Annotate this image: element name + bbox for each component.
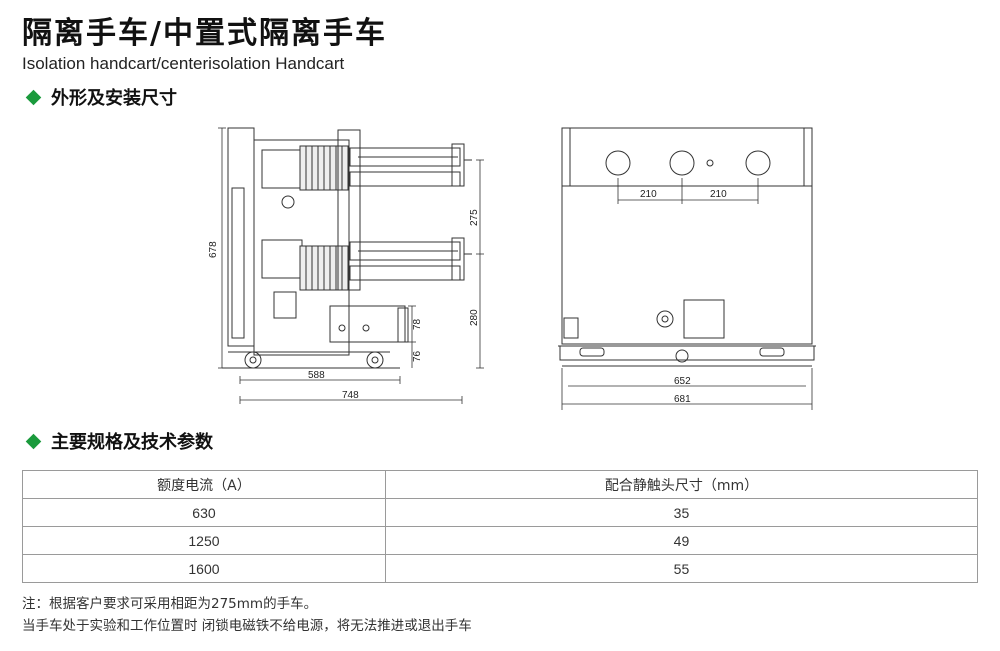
side-view-dimensions (218, 127, 484, 404)
page-subtitle-english: Isolation handcart/centerisolation Handc… (22, 54, 345, 73)
table-header-contact-size: 配合静触头尺寸（mm） (384, 470, 979, 499)
dim-label-76: 76 (412, 350, 423, 362)
footnote-line-1: 注：根据客户要求可采用相距为275mm的手车。 (22, 596, 318, 612)
footnote-line-2: 当手车处于实验和工作位置时 闭锁电磁铁不给电源，将无法推进或退出手车 (22, 618, 472, 634)
dim-label-275: 275 (469, 209, 480, 226)
dim-label-588: 588 (308, 370, 325, 381)
dim-label-210-left: 210 (640, 189, 657, 200)
table-cell-current: 1600 (22, 554, 386, 583)
lower-insulator (299, 245, 349, 291)
section-heading-dimensions-label: 外形及安装尺寸 (51, 88, 177, 109)
table-row: 1600 55 (22, 554, 979, 583)
dim-label-748: 748 (342, 390, 359, 401)
table-row: 1250 49 (22, 526, 979, 555)
table-cell-contact-size: 55 (384, 554, 979, 583)
table-cell-current: 1250 (22, 526, 386, 555)
dim-label-280: 280 (469, 309, 480, 326)
technical-drawing: 678 275 280 78 76 588 748 210 210 65 (208, 127, 816, 410)
table-row: 630 35 (22, 498, 979, 527)
front-view-dimensions (561, 178, 813, 410)
dim-label-78: 78 (412, 318, 423, 330)
section-heading-specs: 主要规格及技术参数 (25, 428, 213, 454)
table-cell-contact-size: 35 (384, 498, 979, 527)
upper-insulator (299, 145, 349, 191)
table-header-row: 额度电流（A） 配合静触头尺寸（mm） (22, 470, 979, 499)
table-header-rated-current: 额度电流（A） (22, 470, 386, 499)
table-cell-current: 630 (22, 498, 386, 527)
dim-label-678: 678 (208, 241, 219, 258)
diamond-bullet-icon (25, 433, 42, 449)
dim-label-681: 681 (674, 394, 691, 405)
front-view-drawing (558, 127, 816, 367)
spec-table: 额度电流（A） 配合静触头尺寸（mm） 630 35 1250 49 1600 … (22, 470, 979, 583)
page-title: 隔离手车/中置式隔离手车 (22, 16, 387, 51)
dim-label-652: 652 (674, 376, 691, 387)
dim-label-210-right: 210 (710, 189, 727, 200)
section-heading-dimensions: 外形及安装尺寸 (25, 84, 177, 110)
section-heading-specs-label: 主要规格及技术参数 (51, 432, 213, 453)
table-cell-contact-size: 49 (384, 526, 979, 555)
side-view-drawing (222, 127, 472, 369)
